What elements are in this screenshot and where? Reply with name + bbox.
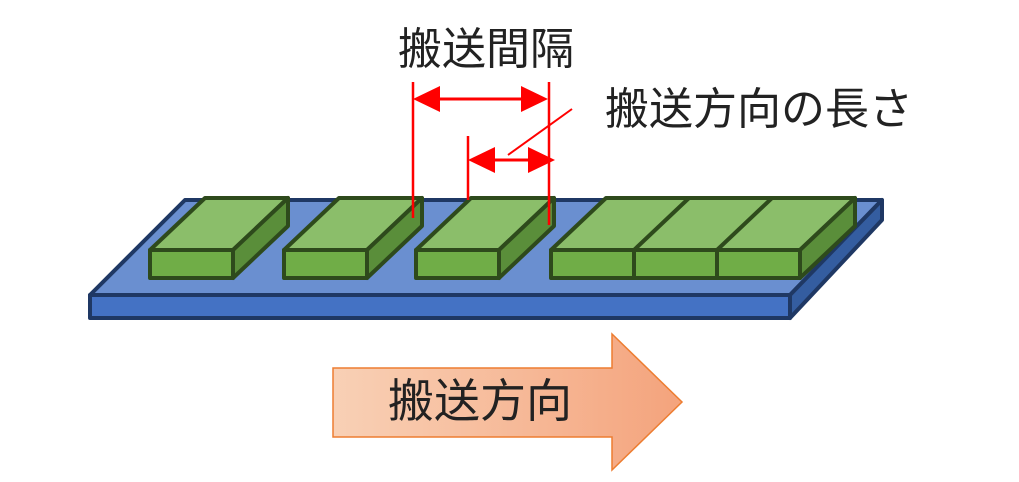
length-arrow-left-head: [468, 147, 495, 173]
belt-front: [88, 293, 792, 320]
length-in-transport-direction-label: 搬送方向の長さ: [605, 84, 913, 135]
workpiece-group-front: [549, 248, 802, 280]
transport-interval-label: 搬送間隔: [398, 24, 574, 75]
transport-direction-label: 搬送方向: [388, 374, 572, 428]
transport-direction-arrow: [332, 332, 684, 472]
length-arrow-right-head: [528, 147, 555, 173]
workpiece-2-front: [282, 248, 369, 280]
interval-arrow-left-head: [413, 86, 440, 112]
workpiece-3-front: [414, 248, 501, 280]
workpieces: [148, 196, 857, 280]
dimension-lines: [411, 82, 573, 225]
workpiece-group-divider: [715, 196, 774, 278]
workpiece-group-divider: [632, 196, 691, 278]
leader-line: [507, 108, 573, 156]
interval-arrow-right-head: [521, 86, 548, 112]
workpiece-1-front: [148, 248, 235, 280]
